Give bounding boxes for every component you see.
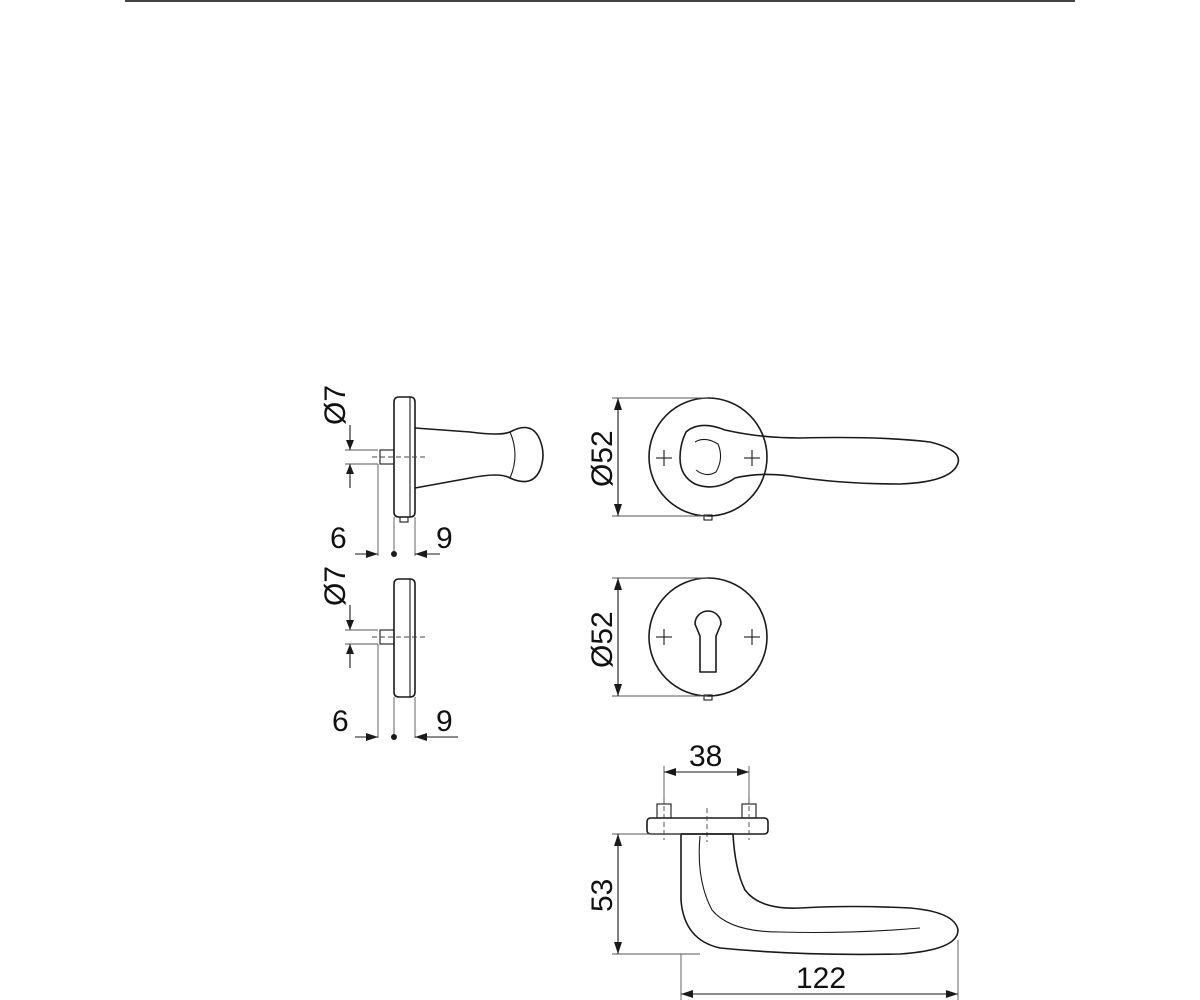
offset-right-label-top: 9 bbox=[436, 522, 453, 555]
lever-height-dimension: 53 bbox=[586, 834, 622, 954]
side-view-lever bbox=[345, 396, 544, 556]
lever-height-label: 53 bbox=[586, 879, 619, 912]
rose-diameter-label-top: Ø52 bbox=[586, 430, 619, 487]
rose-diameter-label-bottom: Ø52 bbox=[586, 611, 619, 668]
lever-length-dimension: 122 bbox=[681, 962, 958, 998]
offset-left-label-bottom: 6 bbox=[332, 705, 349, 738]
lever-length-label: 122 bbox=[796, 962, 846, 995]
offset-dimension-bottom: 6 9 bbox=[332, 705, 458, 741]
offset-dimension-top: 6 9 bbox=[330, 522, 453, 558]
top-view-lever bbox=[612, 766, 959, 1000]
side-view-escutcheon bbox=[345, 578, 425, 738]
front-view-lever bbox=[612, 397, 960, 521]
offset-left-label-top: 6 bbox=[330, 522, 347, 555]
front-view-escutcheon bbox=[612, 577, 768, 701]
offset-right-label-bottom: 9 bbox=[436, 705, 453, 738]
rose-diameter-dimension-top: Ø52 bbox=[586, 398, 622, 516]
pin-diameter-label-top: Ø7 bbox=[319, 385, 352, 425]
pin-diameter-dimension-bottom: Ø7 bbox=[319, 566, 354, 668]
pin-diameter-label-bottom: Ø7 bbox=[319, 566, 352, 606]
pin-diameter-dimension-top: Ø7 bbox=[319, 385, 354, 488]
rose-diameter-dimension-bottom: Ø52 bbox=[586, 578, 622, 696]
screw-spacing-label: 38 bbox=[689, 740, 722, 773]
screw-spacing-dimension: 38 bbox=[664, 740, 749, 776]
